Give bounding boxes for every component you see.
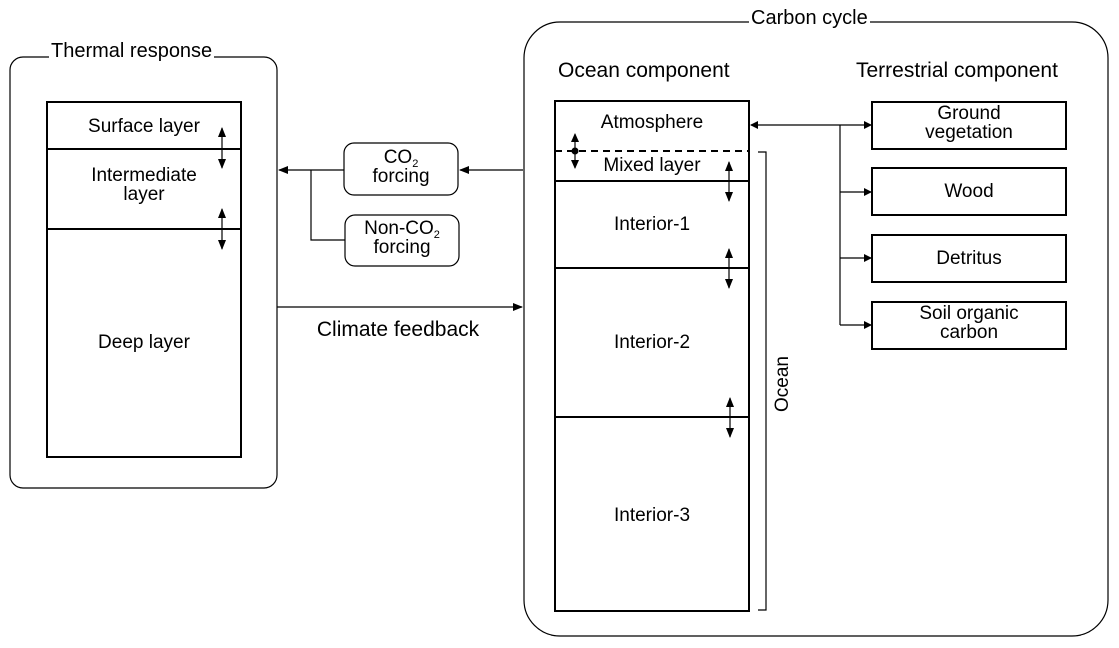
interior2-interior3-exchange-arrow [726, 397, 734, 438]
climate-feedback-label: Climate feedback [316, 318, 480, 341]
soil-organic-carbon-label-line2: carbon [939, 322, 999, 343]
terrestrial-component-heading: Terrestrial component [856, 59, 1058, 82]
ocean-bracket [758, 151, 767, 611]
co2-forcing-label-line2: forcing [372, 166, 430, 187]
atmosphere-mixed-exchange-arrow [571, 133, 579, 169]
non-co2-connector [310, 170, 345, 241]
mixed-layer-label: Mixed layer [603, 155, 701, 176]
soil-organic-carbon-box [871, 301, 1067, 350]
ocean-stack-box [554, 100, 750, 612]
ocean-bracket-label: Ocean [772, 356, 793, 412]
thermal-layers-box [46, 101, 242, 458]
co2-forcing-label-line1: CO2 [383, 147, 419, 170]
ground-vegetation-label-line1: Ground [937, 103, 1001, 124]
interior1-interior2-exchange-arrow [725, 248, 733, 289]
non-co2-forcing-label-line1: Non-CO2 [364, 218, 440, 241]
surface-layer-label: Surface layer [88, 116, 200, 137]
ground-vegetation-box [871, 101, 1067, 150]
soil-organic-carbon-label-line1: Soil organic [919, 303, 1019, 324]
interior-3-label: Interior-3 [613, 505, 691, 526]
intermediate-layer-label-line2: layer [123, 184, 165, 205]
interior-2-label: Interior-2 [613, 332, 691, 353]
carbon-cycle-title: Carbon cycle [749, 7, 870, 29]
thermal-response-title: Thermal response [49, 40, 215, 62]
mixed-interior1-exchange-arrow [725, 161, 733, 202]
ground-vegetation-label-line2: vegetation [925, 122, 1013, 143]
intermediate-layer-label-line1: Intermediate [91, 165, 197, 186]
detritus-label: Detritus [936, 248, 1002, 269]
detritus-box [871, 234, 1067, 283]
carbon-cycle-frame [523, 21, 1109, 637]
non-co2-forcing-label-line2: forcing [373, 237, 431, 258]
atmosphere-label: Atmosphere [600, 112, 704, 133]
surface-intermediate-exchange-arrow [218, 127, 226, 169]
co2-forcing-box [343, 142, 459, 196]
deep-layer-label: Deep layer [98, 332, 190, 353]
ocean-component-heading: Ocean component [558, 59, 730, 82]
interior-1-label: Interior-1 [613, 214, 691, 235]
wood-label: Wood [944, 181, 994, 202]
intermediate-deep-exchange-arrow [218, 208, 226, 250]
wood-box [871, 167, 1067, 216]
